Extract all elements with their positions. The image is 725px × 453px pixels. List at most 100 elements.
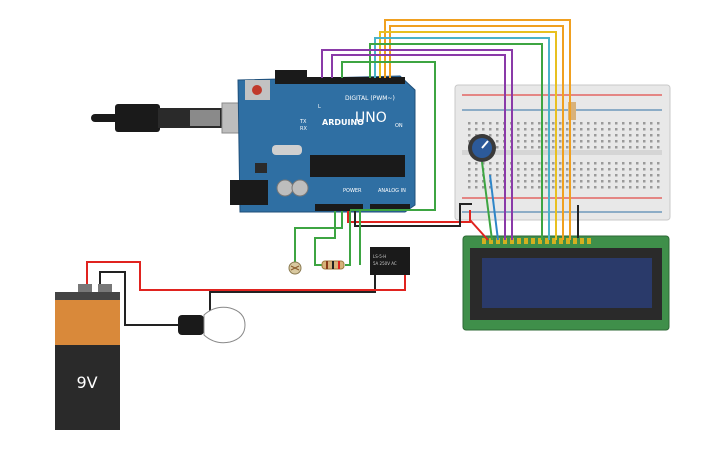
breadboard-hole [531,140,534,143]
breadboard-hole [573,186,576,189]
breadboard-hole [538,134,541,137]
breadboard-hole [650,146,653,149]
breadboard-hole [594,122,597,125]
breadboard-hole [657,146,660,149]
breadboard-hole [538,168,541,171]
breadboard-hole [559,128,562,131]
breadboard-hole [559,122,562,125]
breadboard-hole [587,128,590,131]
tx-label: TX [299,119,307,125]
arduino-uno-board: DIGITAL (PWM~) ARDUINO UNO L TX RX ON PO… [230,70,416,213]
breadboard-hole [594,162,597,165]
lcd-pin [503,238,507,244]
breadboard-hole [545,122,548,125]
breadboard-hole [524,168,527,171]
breadboard-hole [643,162,646,165]
breadboard-hole [573,174,576,177]
lcd-pin [587,238,591,244]
power-header [315,204,363,211]
breadboard-hole [566,146,569,149]
breadboard-hole [538,162,541,165]
breadboard-hole [545,146,548,149]
breadboard-hole [517,168,520,171]
breadboard-hole [629,174,632,177]
breadboard-hole [643,122,646,125]
breadboard-hole [517,186,520,189]
breadboard-hole [573,162,576,165]
breadboard-hole [587,162,590,165]
breadboard-hole [629,168,632,171]
breadboard-hole [594,146,597,149]
lcd-pin [559,238,563,244]
breadboard-hole [601,122,604,125]
breadboard-hole [615,186,618,189]
breadboard-hole [552,122,555,125]
breadboard-hole [594,186,597,189]
breadboard-hole [573,140,576,143]
breadboard-hole [580,134,583,137]
breadboard-hole [531,186,534,189]
breadboard-hole [496,162,499,165]
breadboard-hole [580,122,583,125]
breadboard-hole [594,180,597,183]
breadboard-hole [482,162,485,165]
breadboard-hole [657,140,660,143]
lcd-pin [538,238,542,244]
atmega-chip [310,155,405,177]
breadboard-hole [517,140,520,143]
breadboard-hole [650,134,653,137]
breadboard-hole [643,134,646,137]
breadboard-hole [615,180,618,183]
lcd-pin [496,238,500,244]
breadboard-hole [608,174,611,177]
breadboard-hole [615,122,618,125]
power-jack [230,180,268,205]
lcd-pin [531,238,535,244]
breadboard-hole [622,162,625,165]
breadboard-hole [622,180,625,183]
breadboard-hole [650,140,653,143]
breadboard-hole [601,168,604,171]
breadboard-hole [566,186,569,189]
breadboard-hole [517,162,520,165]
breadboard-hole [629,122,632,125]
breadboard-hole [587,180,590,183]
breadboard-hole [489,168,492,171]
breadboard-hole [615,146,618,149]
breadboard-hole [482,128,485,131]
breadboard-hole [468,122,471,125]
breadboard-hole [601,146,604,149]
breadboard-hole [587,168,590,171]
breadboard-hole [657,122,660,125]
breadboard-hole [475,122,478,125]
breadboard-hole [475,180,478,183]
arduino-brand: ARDUINO [322,118,364,127]
breadboard-hole [636,162,639,165]
breadboard-hole [496,174,499,177]
breadboard-hole [601,162,604,165]
breadboard-hole [573,134,576,137]
breadboard-hole [622,146,625,149]
breadboard-hole [601,174,604,177]
digital-label: DIGITAL (PWM~) [345,95,395,102]
lcd-pin [517,238,521,244]
breadboard-hole [475,168,478,171]
breadboard-hole [615,128,618,131]
breadboard-hole [496,122,499,125]
breadboard-hole [657,186,660,189]
breadboard-hole [636,180,639,183]
breadboard-hole [545,186,548,189]
rx-label: RX [300,126,307,132]
breadboard-hole [594,174,597,177]
breadboard-hole [587,122,590,125]
breadboard-hole [650,168,653,171]
lcd-pin [566,238,570,244]
breadboard-hole [601,128,604,131]
breadboard-hole [580,174,583,177]
on-label: ON [395,123,403,129]
breadboard-hole [580,186,583,189]
breadboard-hole [531,168,534,171]
breadboard-hole [545,128,548,131]
breadboard-hole [643,174,646,177]
breadboard-hole [636,174,639,177]
